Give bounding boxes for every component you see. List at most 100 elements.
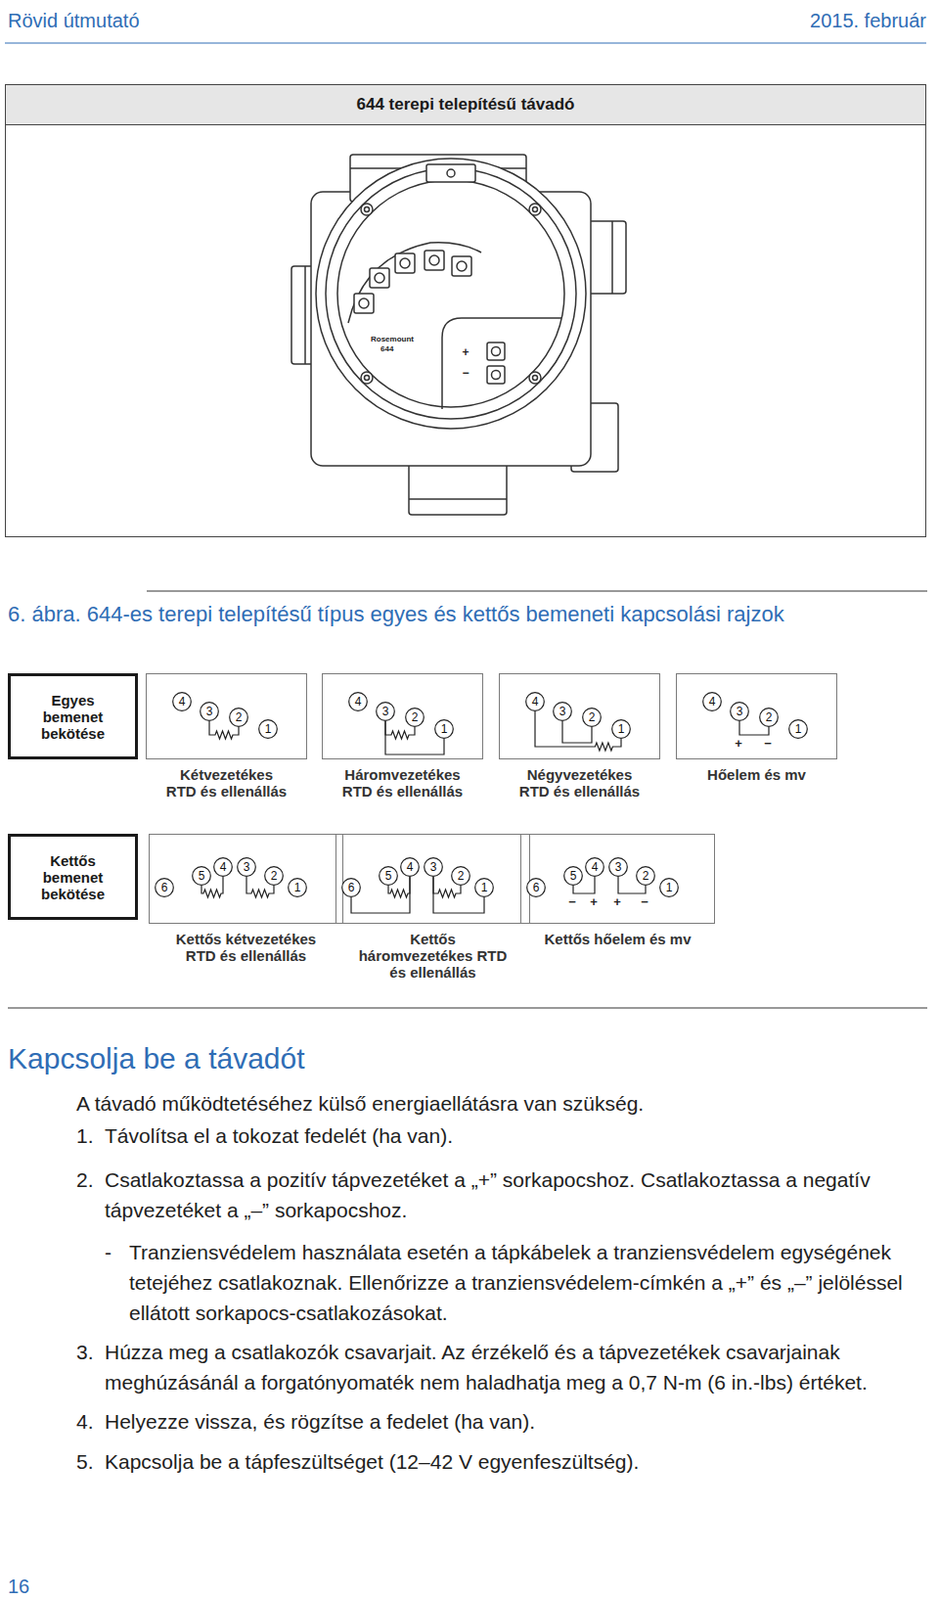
sensor-terminal — [395, 253, 415, 273]
terminal-circle: 1 — [474, 877, 494, 897]
terminal-number: 2 — [581, 707, 602, 727]
bezel-outer — [315, 158, 586, 429]
wiring-panel: Kettős kétvezetékes RTD és ellenállás654… — [148, 833, 344, 924]
terminal-number: 2 — [759, 707, 779, 727]
panel-caption-group: Kettős hőelem és mv — [520, 930, 716, 947]
terminal-circle: 3 — [552, 701, 573, 721]
screw-hole — [529, 203, 541, 216]
item-text: Húzza meg a csatlakozók csavarjait. Az é… — [104, 1336, 928, 1397]
terminal-ring — [349, 692, 368, 712]
terminal-number: 1 — [474, 877, 494, 897]
section-box: Kettős bemenet bekötése — [7, 833, 138, 920]
terminal-ring — [259, 719, 278, 739]
terminal-number: 3 — [199, 701, 220, 721]
terminal-ring — [609, 857, 628, 877]
screw-hole — [364, 375, 370, 381]
terminal-circle: 4 — [525, 691, 545, 712]
terminal-number: 6 — [341, 877, 361, 897]
terminal-ring — [703, 692, 722, 712]
terminal-number: 1 — [659, 877, 679, 897]
terminal-ring — [229, 708, 249, 727]
terminal-circle: 1 — [258, 718, 278, 739]
device-brand: Rosemount — [370, 334, 414, 344]
terminal-screw — [358, 298, 369, 309]
sub-list-item: -Tranziensvédelem használata esetén a tá… — [76, 1236, 928, 1328]
terminal-ring — [636, 866, 656, 886]
polarity-mark: − — [760, 736, 776, 751]
power-compartment-edge — [442, 317, 562, 409]
terminal-circle: 2 — [635, 865, 656, 886]
conduit-edge — [611, 221, 614, 294]
sensor-wire-resistor — [535, 711, 622, 751]
terminal-screw — [491, 347, 501, 357]
item-marker: 1. — [76, 1119, 105, 1151]
terminal-number: 2 — [450, 865, 471, 886]
terminal-number: 6 — [154, 877, 175, 897]
list-item: 3.Húzza meg a csatlakozók csavarjait. Az… — [76, 1336, 928, 1397]
terminal-number: 5 — [378, 865, 399, 886]
terminal-number: 5 — [191, 865, 212, 886]
section-rule — [7, 1007, 928, 1009]
terminal-ring — [192, 866, 212, 886]
terminal-screw — [456, 261, 467, 271]
terminal-screw — [400, 258, 410, 269]
power-terminal — [487, 342, 505, 360]
item-text: A távadó működtetéséhez külső energiaell… — [76, 1087, 928, 1118]
item-marker: 4. — [76, 1405, 105, 1436]
top-tab — [426, 164, 476, 182]
panel-caption: Négyvezetékes RTD és ellenállás — [501, 765, 659, 800]
terminal-circle: 1 — [659, 877, 679, 897]
terminal-number: 4 — [172, 691, 192, 712]
terminal-number: 4 — [702, 691, 722, 712]
panel-caption-group: Négyvezetékes RTD és ellenállás — [501, 765, 659, 800]
terminal-number: 4 — [584, 856, 605, 877]
terminal-ring — [564, 866, 583, 886]
terminal-ring — [237, 857, 257, 877]
item-marker: - — [104, 1236, 130, 1328]
list-item: 1.Távolítsa el a tokozat fedelét (ha van… — [76, 1119, 928, 1151]
polarity-mark: − — [457, 366, 474, 380]
sensor-terminal — [354, 293, 374, 313]
item-text: Csatlakoztassa a pozitív tápvezetéket a … — [104, 1163, 928, 1225]
terminal-circle: 4 — [348, 691, 368, 712]
section-label: Kettős bemenet bekötése — [28, 851, 119, 902]
terminal-number: 5 — [563, 865, 583, 886]
terminal-ring — [585, 857, 605, 877]
terminal-circle: 2 — [759, 707, 779, 727]
sensor-terminal — [369, 268, 390, 288]
wiring-panel: Kétvezetékes RTD és ellenállás4321 — [145, 672, 308, 760]
panel-caption: Kettős hőelem és mv — [520, 930, 716, 947]
section-label: Egyes bemenet bekötése — [28, 691, 119, 742]
power-terminal — [487, 365, 505, 384]
terminal-number: 2 — [635, 865, 656, 886]
terminal-ring — [475, 878, 494, 897]
terminal-circle: 4 — [213, 856, 233, 877]
caption-rule — [146, 590, 928, 592]
terminal-ring — [342, 878, 361, 897]
item-text: Távolítsa el a tokozat fedelét (ha van). — [104, 1119, 928, 1151]
terminal-ring — [730, 702, 750, 721]
wiring-panel: Kettős háromvezetékes RTD és ellenállás6… — [335, 833, 531, 924]
terminal-ring — [760, 708, 779, 727]
page-number: 16 — [7, 1573, 30, 1598]
terminal-circle: 4 — [400, 856, 420, 877]
item-text: Tranziensvédelem használata esetén a táp… — [129, 1236, 928, 1328]
terminal-number: 4 — [213, 856, 233, 877]
transmitter-illustration — [291, 154, 626, 515]
terminal-ring — [526, 692, 545, 712]
terminal-circle: 3 — [375, 701, 396, 721]
panel-caption: Kétvezetékes RTD és ellenállás — [148, 765, 306, 800]
terminal-ring — [173, 692, 192, 712]
terminal-ring — [612, 719, 631, 739]
terminal-ring — [435, 719, 454, 739]
polarity-mark: + — [585, 894, 602, 909]
terminal-ring — [288, 878, 308, 897]
screw-hole — [364, 207, 370, 213]
list-item: 2.Csatlakoztassa a pozitív tápvezetéket … — [76, 1163, 928, 1225]
terminal-circle: 5 — [191, 865, 212, 886]
sensor-terminal — [451, 256, 472, 276]
terminal-ring — [401, 857, 420, 877]
terminal-circle: 3 — [729, 701, 750, 721]
terminal-circle: 1 — [287, 877, 308, 897]
header-rule — [4, 43, 927, 45]
